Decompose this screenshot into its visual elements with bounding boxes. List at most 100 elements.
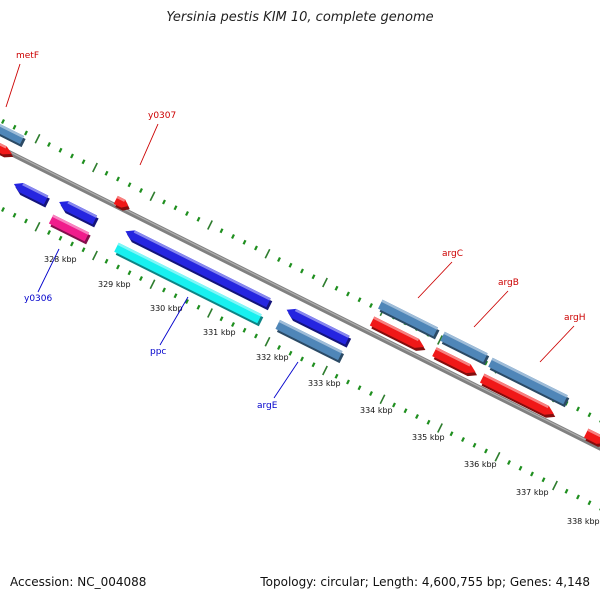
tick-label: 329 kbp	[98, 280, 131, 289]
gene-label: y0307	[148, 111, 176, 121]
inner-ring-tick	[530, 471, 534, 477]
inner-ring-tick	[552, 480, 558, 491]
outer-ring-tick	[437, 335, 443, 345]
tick-label: 337 kbp	[516, 488, 549, 497]
outer-ring-tick	[576, 406, 580, 412]
gene-argH-outer-body	[488, 357, 568, 405]
inner-ring-tick	[392, 402, 396, 408]
inner-ring-tick	[58, 235, 63, 241]
outer-ring-tick	[300, 268, 304, 274]
inner-ring-tick	[185, 299, 189, 304]
inner-ring-tick	[426, 419, 431, 425]
gene-argB	[432, 347, 478, 377]
outer-ring-tick	[34, 133, 41, 144]
gene-ppc	[114, 242, 264, 327]
gene-argH-outer	[488, 357, 570, 408]
outer-ring-tick	[587, 412, 592, 418]
gene-argE	[275, 319, 345, 364]
inner-ring-tick	[162, 287, 166, 293]
inner-ring-tick	[81, 247, 86, 253]
outer-ring-tick	[264, 248, 271, 259]
inner-ring-tick	[254, 333, 258, 339]
outer-ring-tick	[12, 124, 17, 130]
gene-argH-outer-highlight	[491, 357, 568, 398]
inner-ring-tick	[472, 442, 477, 448]
gene-inner-c-highlight	[294, 308, 350, 338]
map-title: Yersinia pestis KIM 10, complete genome	[166, 10, 434, 25]
inner-ring-tick	[47, 230, 51, 235]
gene-y0307-body	[113, 195, 129, 208]
outer-ring-tick	[70, 153, 74, 159]
gene-y0306-body	[48, 214, 90, 242]
inner-ring-tick	[1, 207, 5, 212]
gene-label: argH	[564, 313, 586, 323]
gene-label-leader	[37, 248, 60, 293]
inner-ring-tick	[494, 451, 501, 462]
outer-ring-tick	[1, 119, 5, 124]
genome-summary: Topology: circular; Length: 4,600,755 bp…	[260, 575, 590, 589]
gene-inner-b-body	[59, 201, 98, 225]
gene-y0306-highlight	[52, 214, 90, 235]
outer-ring-tick	[58, 147, 63, 153]
outer-ring-tick	[139, 188, 143, 193]
inner-ring-tick	[357, 385, 362, 391]
gene-argC-body	[369, 316, 424, 348]
inner-ring-tick	[518, 465, 523, 471]
gene-inner-long	[125, 230, 273, 311]
inner-ring-tick	[507, 460, 511, 465]
outer-ring-tick	[346, 291, 350, 297]
gene-inner-a-highlight	[22, 183, 49, 198]
inner-ring-tick	[461, 437, 465, 442]
tick-label: 338 kbp	[567, 517, 600, 526]
outer-ring-tick	[369, 303, 373, 308]
gene-label-leader	[417, 261, 453, 299]
inner-ring-tick	[311, 362, 316, 368]
gene-argH	[479, 373, 556, 418]
gene-inner-a-body	[13, 183, 49, 205]
gene-argE-highlight	[278, 319, 343, 354]
gene-label: argC	[442, 249, 463, 259]
inner-ring-tick	[116, 264, 120, 270]
inner-ring-tick	[379, 394, 386, 405]
inner-ring-tick	[196, 304, 201, 310]
tick-label: 335 kbp	[412, 433, 445, 442]
inner-ring-tick	[334, 373, 339, 379]
outer-ring-tick	[231, 234, 235, 239]
gene-ppc-body	[114, 242, 262, 324]
outer-ring-tick	[173, 205, 178, 211]
gene-label: metF	[16, 51, 39, 61]
gene-label-leader	[139, 123, 159, 166]
outer-ring-tick	[185, 211, 189, 216]
inner-ring-tick	[403, 408, 408, 414]
gene-inner-c-body	[286, 308, 350, 345]
inner-ring-tick	[541, 477, 546, 483]
gene-y0307-highlight	[116, 195, 126, 202]
gene-metF-highlight	[0, 142, 7, 149]
backbone-highlight	[0, 146, 600, 448]
gene-y0307	[113, 195, 130, 211]
outer-ring-tick	[311, 274, 316, 280]
gene-label: argB	[498, 278, 519, 288]
outer-ring-tick	[277, 257, 281, 262]
gene-inner-long-body	[125, 230, 271, 308]
inner-ring-tick	[92, 250, 98, 261]
outer-ring-tick	[162, 199, 166, 205]
inner-ring-tick	[207, 308, 213, 318]
gene-argB-body	[432, 347, 476, 374]
inner-ring-tick	[587, 500, 592, 506]
gene-label-leader	[5, 63, 21, 108]
outer-ring-tick	[196, 216, 201, 222]
inner-ring-tick	[70, 241, 74, 247]
gene-argB-outer	[440, 331, 490, 366]
tick-label: 336 kbp	[464, 460, 497, 469]
gene-argC-outer	[378, 299, 440, 340]
inner-ring-tick	[576, 494, 580, 500]
inner-ring-tick	[437, 423, 443, 433]
inner-ring-tick	[415, 414, 419, 419]
gene-label-leader	[473, 290, 509, 328]
gene-inner-c	[286, 308, 352, 348]
gene-label-leader	[273, 361, 299, 399]
gene-label: ppc	[150, 347, 166, 357]
